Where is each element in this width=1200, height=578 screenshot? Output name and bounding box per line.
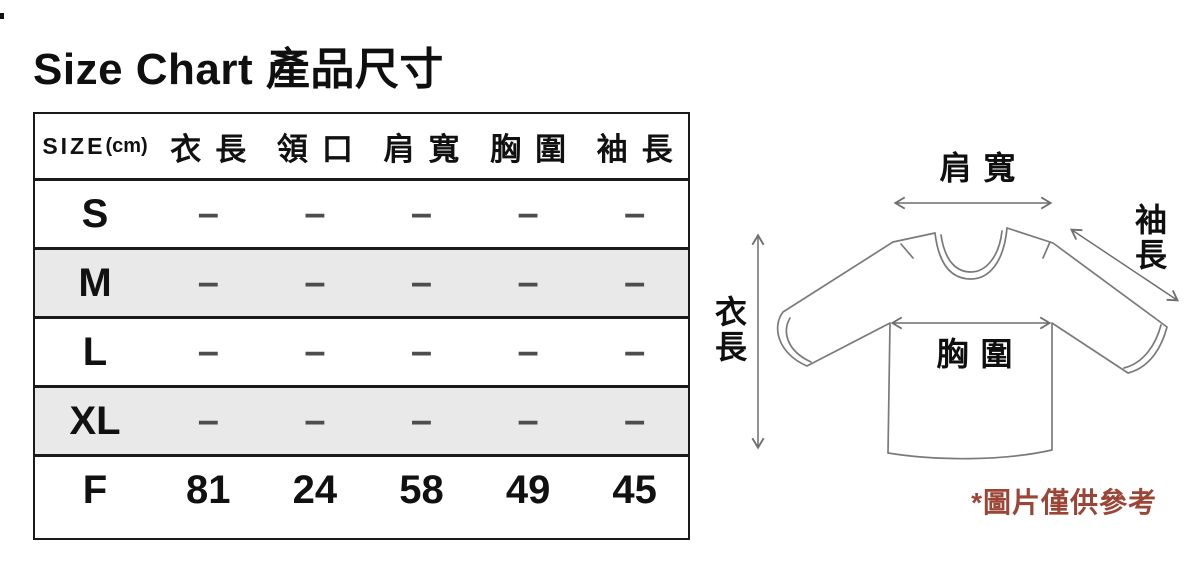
size-label: F (82, 467, 108, 512)
col-header-shoulder: 肩寬 (383, 131, 474, 167)
page-title: Size Chart 產品尺寸 (33, 45, 444, 94)
table-cell: 81 (186, 467, 231, 512)
table-row-f: F 81 24 58 49 45 (35, 454, 688, 523)
size-table: SIZE(cm) 衣長 領口 肩寬 胸圍 袖長 S – – – – – M – … (33, 112, 690, 540)
table-row-l: L – – – – – (35, 316, 688, 385)
table-cell: 58 (399, 467, 444, 512)
size-header-label: SIZE (42, 132, 106, 159)
size-label: M (78, 260, 112, 305)
table-cell: – (197, 261, 219, 304)
sleeve-length-label: 袖長 (1131, 203, 1167, 273)
table-row-m: M – – – – – (35, 247, 688, 316)
table-cell: – (410, 192, 433, 235)
table-cell: 49 (505, 467, 551, 512)
shirt-outline (776, 227, 1168, 460)
col-header-garment-length: 衣長 (170, 131, 261, 167)
table-cell: – (517, 261, 539, 304)
table-cell: – (304, 192, 326, 235)
measurement-arrows (751, 196, 1180, 450)
size-label: S (81, 191, 109, 236)
table-cell: 24 (292, 467, 338, 512)
size-label: L (82, 329, 108, 374)
table-row-xl: XL – – – – – (35, 385, 688, 454)
chest-width-label: 胸圍 (936, 336, 1025, 372)
table-cell: – (517, 399, 539, 442)
table-cell: – (197, 330, 219, 373)
table-header-row: SIZE(cm) 衣長 領口 肩寬 胸圍 袖長 (35, 114, 688, 178)
sleeve-length-arrow (1069, 228, 1180, 302)
table-cell: – (304, 261, 326, 304)
scan-artifact (0, 13, 4, 19)
table-row-s: S – – – – – (35, 178, 688, 247)
table-cell: – (624, 192, 646, 235)
table-cell: – (624, 261, 646, 304)
table-cell: – (197, 192, 219, 235)
table-cell: – (410, 330, 433, 373)
garment-length-label: 衣長 (711, 295, 747, 365)
table-cell: – (517, 330, 539, 373)
table-cell: – (624, 399, 646, 442)
table-cell: – (304, 330, 326, 373)
table-cell: – (624, 330, 646, 373)
col-header-neck: 領口 (276, 131, 367, 167)
table-cell: – (304, 399, 326, 442)
table-cell: – (517, 192, 539, 235)
table-cell: – (410, 399, 433, 442)
table-cell: 45 (612, 467, 657, 512)
size-header-cell: SIZE(cm) (35, 114, 155, 178)
col-header-sleeve: 袖長 (596, 131, 687, 167)
shoulder-width-label: 肩寬 (939, 150, 1028, 186)
reference-note: *圖片僅供參考 (971, 487, 1157, 518)
size-header-unit: (cm) (105, 134, 148, 157)
table-cell: – (197, 399, 219, 442)
shirt-measurement-diagram (751, 196, 1180, 460)
size-label: XL (69, 398, 121, 443)
col-header-chest: 胸圍 (490, 131, 581, 167)
table-cell: – (410, 261, 433, 304)
